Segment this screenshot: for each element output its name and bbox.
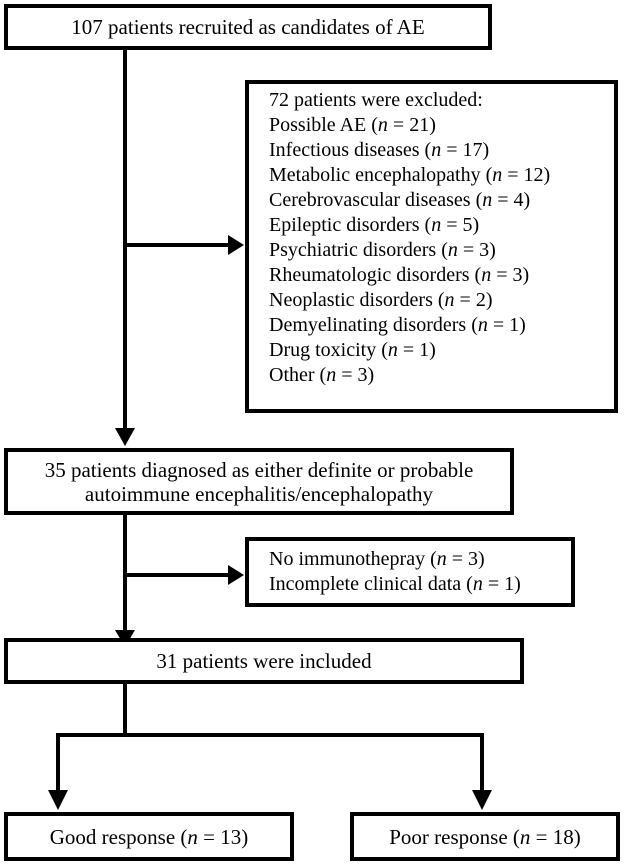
list-item-label: Neoplastic disorders bbox=[269, 289, 433, 311]
list-item-label: Epileptic disorders bbox=[269, 214, 420, 236]
poor-response-box: Poor response (n = 18) bbox=[350, 812, 620, 861]
list-item-label: Other bbox=[269, 364, 315, 386]
list-item-label: Drug toxicity bbox=[269, 339, 377, 361]
list-item-count: 3 bbox=[357, 364, 368, 386]
list-item: Infectious diseases (n = 17) bbox=[269, 139, 490, 161]
n-variable: n bbox=[447, 239, 458, 261]
diagnosed-line-1: 35 patients diagnosed as either definite… bbox=[44, 457, 474, 482]
list-item-label: No immunothepray bbox=[269, 548, 426, 570]
list-item: Possible AE (n = 21) bbox=[269, 114, 436, 136]
recruited-text: 107 patients recruited as candidates of … bbox=[71, 15, 425, 39]
list-item-count: 17 bbox=[462, 139, 483, 161]
good-response-text: Good response (n = 13) bbox=[49, 824, 249, 849]
list-item-count: 5 bbox=[462, 214, 473, 236]
list-item: Demyelinating disorders (n = 1) bbox=[269, 314, 526, 336]
diagnosed-box: 35 patients diagnosed as either definite… bbox=[4, 448, 514, 515]
n-variable: n bbox=[387, 339, 398, 361]
excluded-box: 72 patients were excluded: Possible AE (… bbox=[245, 80, 618, 413]
n-variable: n bbox=[431, 139, 442, 161]
list-item-count: 1 bbox=[419, 339, 430, 361]
good-response-label: Good response bbox=[49, 824, 176, 849]
list-item: Epileptic disorders (n = 5) bbox=[269, 214, 480, 236]
n-variable: n bbox=[377, 114, 388, 136]
poor-response-text: Poor response (n = 18) bbox=[389, 824, 581, 849]
arrowhead-poor bbox=[472, 790, 492, 810]
good-response-n: 13 bbox=[220, 824, 242, 849]
n-variable: n bbox=[482, 189, 493, 211]
list-item-label: Metabolic encephalopathy bbox=[269, 164, 481, 186]
list-item-count: 3 bbox=[468, 548, 479, 570]
list-item: Metabolic encephalopathy (n = 12) bbox=[269, 164, 551, 186]
list-item-label: Psychiatric disorders bbox=[269, 239, 437, 261]
good-response-box: Good response (n = 13) bbox=[4, 812, 294, 861]
excluded-list: Possible AE (n = 21) Infectious diseases … bbox=[269, 113, 614, 388]
list-item: Other (n = 3) bbox=[269, 364, 375, 386]
diagnosed-line-2: autoimmune encephalitis/encephalopathy bbox=[84, 481, 434, 506]
list-item: Psychiatric disorders (n = 3) bbox=[269, 239, 496, 261]
arrowhead-good bbox=[48, 790, 68, 810]
excluded2-list: No immunothepray (n = 3) Incomplete clini… bbox=[269, 547, 571, 597]
n-variable: n bbox=[492, 164, 503, 186]
n-variable: n bbox=[436, 548, 447, 570]
list-item-count: 1 bbox=[504, 573, 515, 595]
included-box: 31 patients were included bbox=[4, 638, 524, 684]
list-item-label: Cerebrovascular diseases bbox=[269, 189, 471, 211]
list-item-count: 21 bbox=[409, 114, 430, 136]
list-item-count: 1 bbox=[509, 314, 520, 336]
list-item: Cerebrovascular diseases (n = 4) bbox=[269, 189, 531, 211]
n-variable: n bbox=[326, 364, 337, 386]
n-variable: n bbox=[472, 573, 483, 595]
list-item-label: Demyelinating disorders bbox=[269, 314, 467, 336]
list-item-count: 12 bbox=[523, 164, 544, 186]
list-item-count: 2 bbox=[475, 289, 486, 311]
list-item-label: Infectious diseases bbox=[269, 139, 420, 161]
list-item-label: Incomplete clinical data bbox=[269, 573, 462, 595]
list-item-label: Possible AE bbox=[269, 114, 367, 136]
arrowhead-excluded bbox=[228, 235, 244, 255]
list-item: Rheumatologic disorders (n = 3) bbox=[269, 264, 530, 286]
n-variable: n bbox=[477, 314, 488, 336]
arrowhead-diagnosed bbox=[115, 428, 135, 446]
list-item: No immunothepray (n = 3) bbox=[269, 548, 485, 570]
included-text: 31 patients were included bbox=[156, 649, 372, 673]
n-variable: n bbox=[481, 264, 492, 286]
list-item-label: Rheumatologic disorders bbox=[269, 264, 470, 286]
recruited-box: 107 patients recruited as candidates of … bbox=[4, 4, 492, 50]
n-variable: n bbox=[444, 289, 455, 311]
list-item: Incomplete clinical data (n = 1) bbox=[269, 573, 521, 595]
poor-response-label: Poor response bbox=[389, 824, 508, 849]
list-item: Drug toxicity (n = 1) bbox=[269, 339, 436, 361]
list-item-count: 4 bbox=[513, 189, 524, 211]
poor-response-n: 18 bbox=[552, 824, 574, 849]
excluded-header: 72 patients were excluded: bbox=[269, 89, 483, 111]
list-item: Neoplastic disorders (n = 2) bbox=[269, 289, 493, 311]
list-item-count: 3 bbox=[479, 239, 490, 261]
n-variable: n bbox=[431, 214, 442, 236]
excluded2-box: No immunothepray (n = 3) Incomplete clini… bbox=[245, 537, 575, 607]
list-item-count: 3 bbox=[512, 264, 523, 286]
arrowhead-excluded2 bbox=[228, 565, 244, 585]
